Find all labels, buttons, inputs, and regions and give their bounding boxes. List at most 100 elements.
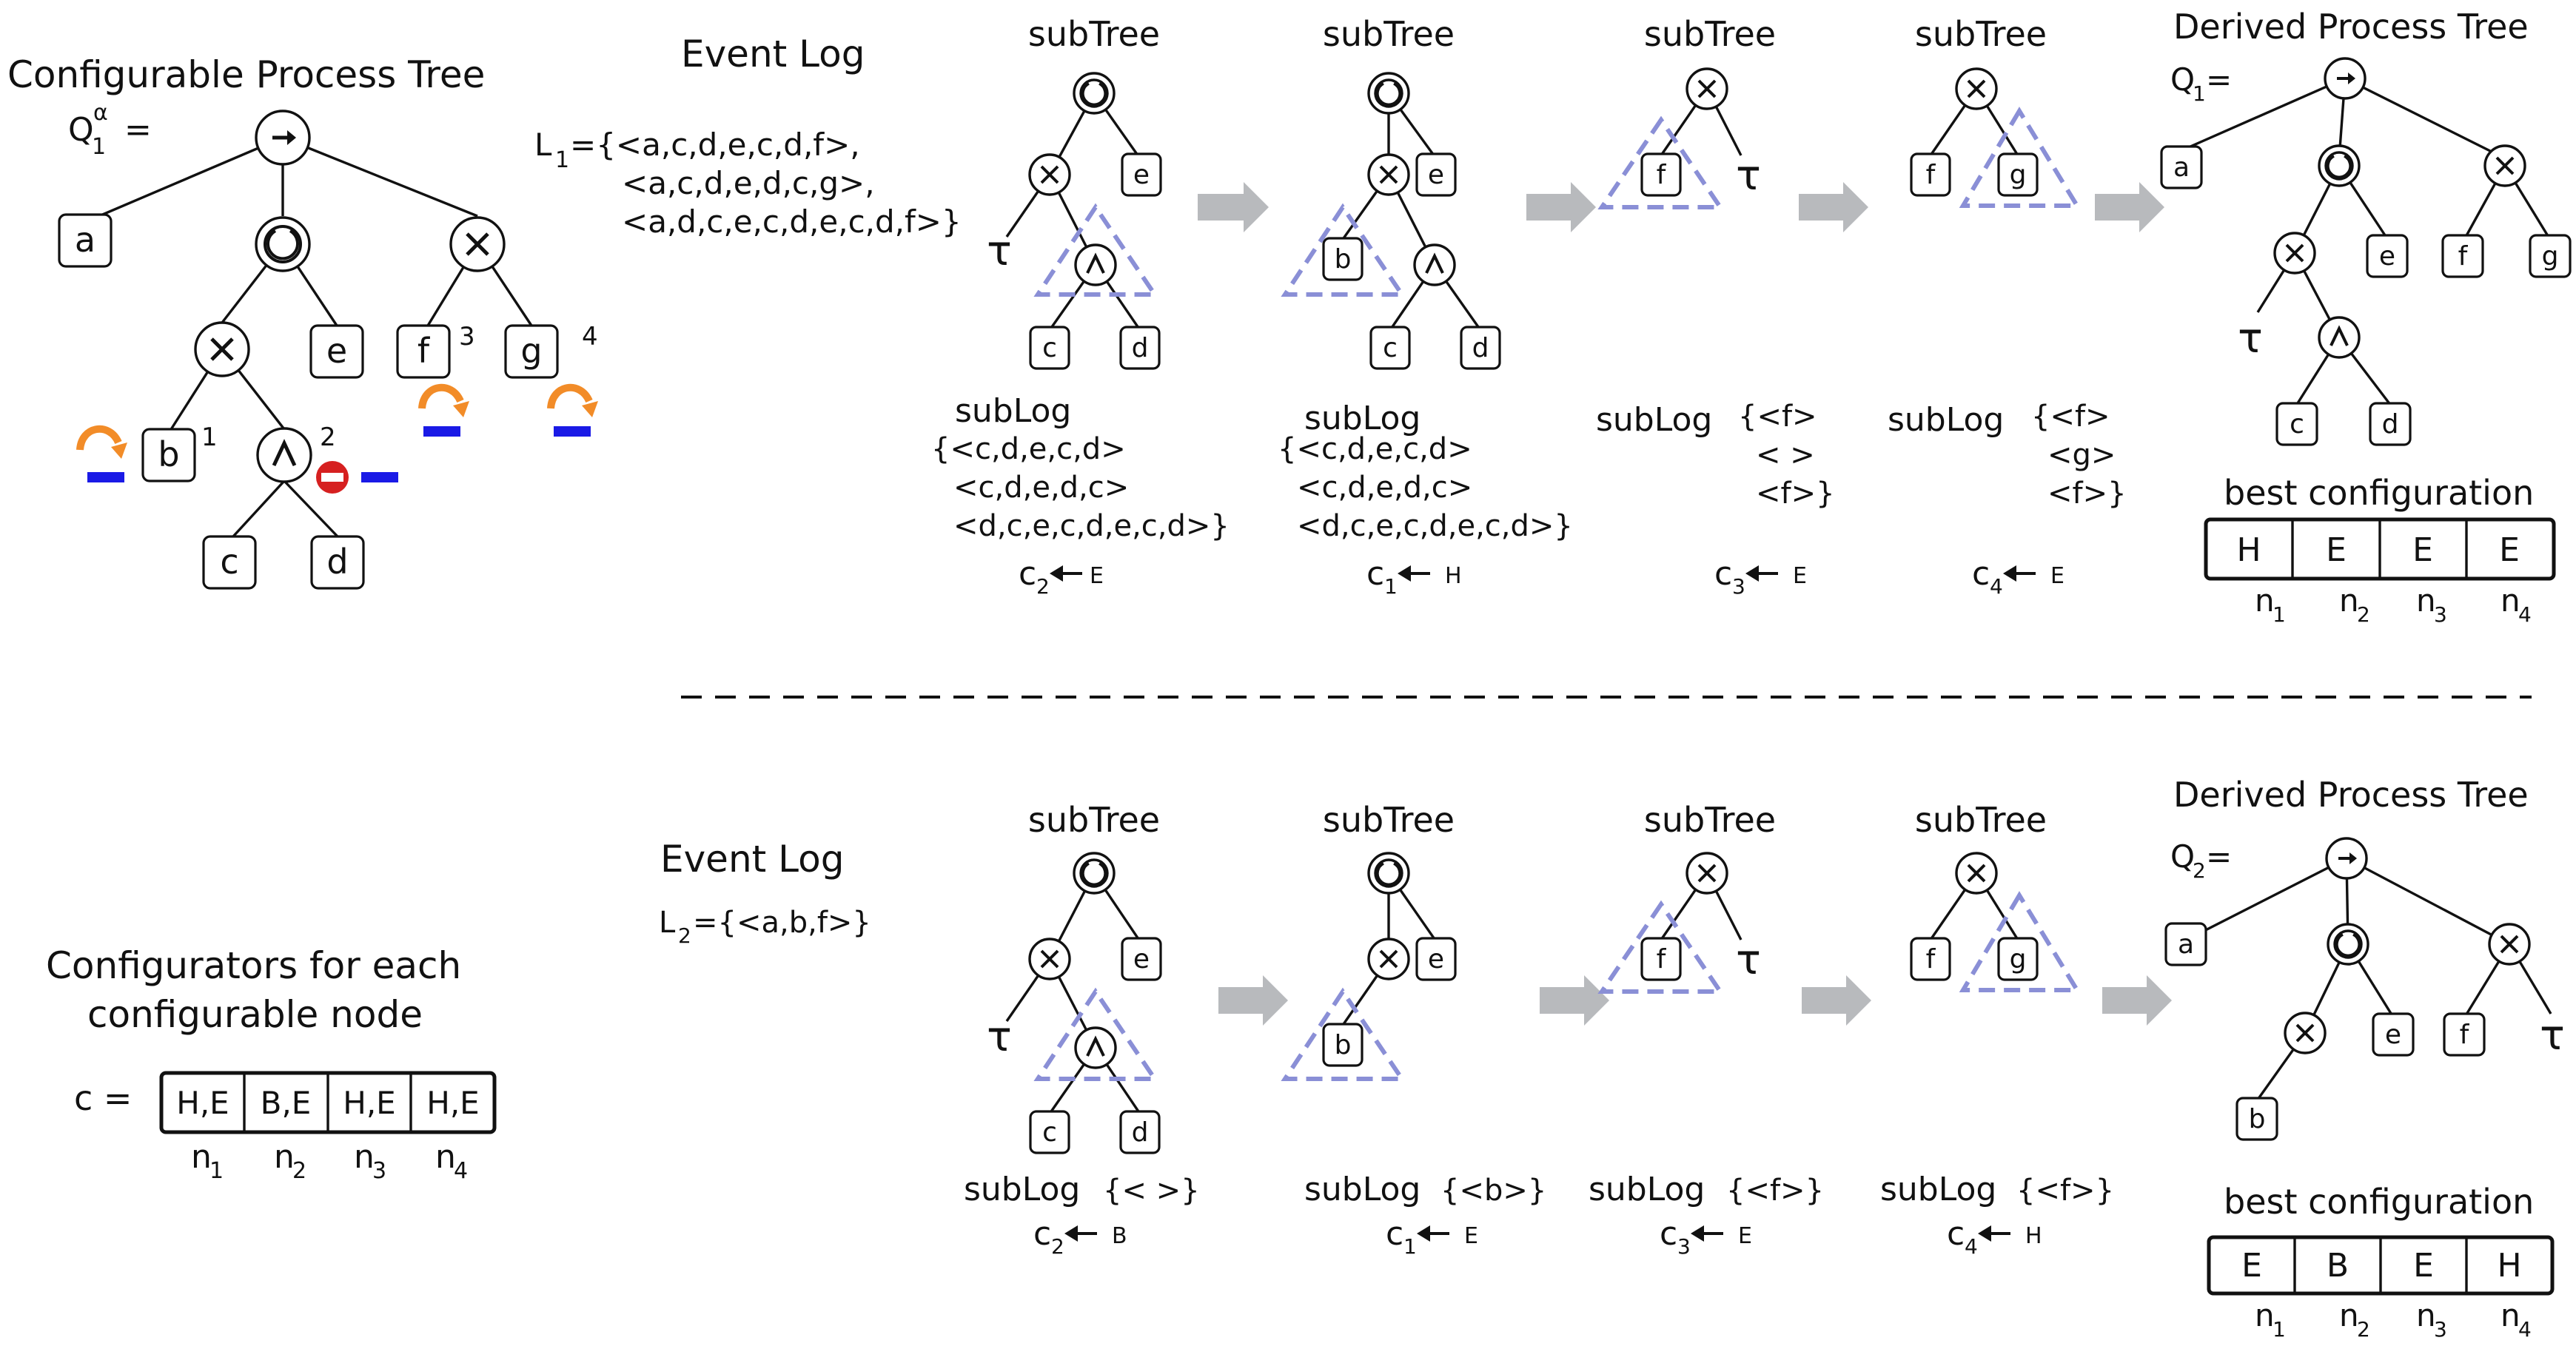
svg-text:4: 4 [1965,1234,1978,1259]
highlight-triangle [1033,987,1159,1081]
highlight-triangle [1033,203,1159,297]
sublog-line: <d,c,e,c,d,e,c,d>} [1297,509,1573,543]
node-labels: n1 n2 n3 n4 [191,1138,468,1184]
config-cell: H [2236,531,2261,569]
event-log-l1: L 1 ={<a,c,d,e,c,d,f>, <a,c,d,e,d,c,g>, … [534,127,962,240]
top-row: Event Log L 1 ={<a,c,d,e,c,d,f>, <a,c,d,… [534,7,2572,627]
leaf-d: d [310,535,365,590]
sublog-label: subLog [1888,401,2004,439]
marker-4: 4 [582,322,598,351]
xor-operator-icon [2284,1012,2327,1054]
best-configuration-title: best configuration [2224,1182,2534,1222]
svg-text:3: 3 [1732,574,1745,599]
config-cell: E [2413,1247,2434,1285]
leaf-a: a [2173,152,2190,183]
svg-text:={<a,c,d,e,c,d,f>,: ={<a,c,d,e,c,d,f>, [570,127,860,163]
tau-label: τ [987,1013,1012,1061]
subtree-panel-1: subTree e τ c d subLog {<c,d,e,c,d> <c,d… [931,14,1230,599]
marker-1: 1 [201,423,218,452]
leaf-e: e [2379,241,2395,272]
highlight-triangle [1281,203,1406,297]
and-operator-icon [258,428,311,482]
sublog-label: subLog [1304,400,1421,437]
flow-arrow [2102,975,2172,1026]
node-labels: n1 n2 n3 n4 [2255,1297,2532,1342]
sublog-label: subLog [955,392,1071,430]
svg-text:E: E [1793,563,1807,589]
config-cell: E [2499,531,2520,569]
leaf-d: d [2382,409,2399,440]
q-label: Q [68,111,94,149]
leaf-c: c [202,535,257,590]
leaf-e: e [309,324,364,379]
configurator-assignment: c 1 H [1366,555,1462,599]
configurator-assignment: c 3 E [1660,1215,1752,1259]
loop-operator-icon [1073,852,1116,895]
flow-arrow [1540,975,1609,1026]
svg-text:1: 1 [1403,1234,1417,1259]
marker-2: 2 [320,423,336,452]
xor-operator-icon [2488,923,2531,966]
configurators-title: Configurators for each [46,944,461,987]
sublog-label: subLog [1880,1171,1996,1208]
configurators-title: configurable node [87,993,423,1036]
svg-text:2: 2 [292,1158,306,1184]
svg-text:Q: Q [2170,838,2195,875]
leaf-f: f [1657,944,1667,975]
best-configuration-vector: H E E E [2204,517,2556,581]
subtree-panel-3: subTree f τ subLog {<f>} c 3 E [1589,800,1824,1259]
leaf-b: b [1335,1030,1352,1060]
svg-text:3: 3 [1677,1234,1691,1259]
node-labels: n1 n2 n3 n4 [2255,582,2532,627]
hide-operator-icon [418,383,469,437]
svg-text:<a,c,d,e,d,c,g>,: <a,c,d,e,d,c,g>, [622,165,875,201]
svg-text:E: E [1464,1223,1478,1249]
svg-text:c: c [1714,555,1732,593]
svg-text:1: 1 [209,1158,224,1184]
best-configuration-title: best configuration [2224,473,2534,513]
leaf-e: e [1133,944,1150,975]
configurator-assignment: c 1 E [1386,1215,1478,1259]
subtree-panel-2: subTree e b c d subLog {<c,d,e,c,d> <c,d… [1278,14,1573,599]
loop-operator-icon [1367,852,1410,895]
subtree-label: subTree [1915,14,2047,54]
svg-text:c: c [1947,1215,1965,1253]
configurable-process-tree: Configurable Process Tree Q 1 α = a e f … [7,53,598,1184]
leaf-d: d [1132,333,1149,363]
config-cell: E [2326,531,2347,569]
svg-text:n: n [2255,582,2275,619]
and-operator-icon [1074,243,1117,286]
svg-text:c: c [1386,1215,1403,1253]
sublog-line: {<f> [2031,400,2110,434]
derived-tree-title: Derived Process Tree [2173,7,2529,47]
sublog-line: <g> [2047,438,2116,472]
leaf-b: b [2249,1104,2266,1134]
sequence-operator-icon [256,111,309,164]
and-operator-icon [1413,243,1456,286]
leaf-g: g [504,324,559,379]
leaf-f: f [396,324,451,379]
configurator-cell: H,E [343,1085,395,1121]
sublog-line: {< >} [1103,1174,1200,1208]
leaf-g: g [2010,160,2027,190]
xor-operator-icon [1028,938,1071,980]
best-configuration-vector: E B E H [2207,1235,2555,1296]
loop-operator-icon [2327,923,2369,966]
svg-text:3: 3 [2434,1317,2447,1342]
sequence-operator-icon [2324,57,2367,100]
leaf-e: e [1428,944,1444,975]
svg-text:3: 3 [2434,602,2447,627]
sublog-label: subLog [1589,1171,1705,1208]
sublog-line: {<f> [1738,400,1817,434]
configurator-cell: H,E [426,1085,479,1121]
config-cell: E [2412,531,2433,569]
configurator-assignment: c 2 B [1033,1215,1127,1259]
svg-text:n: n [2255,1297,2275,1333]
leaf-d: d [1472,333,1489,363]
subtree-label: subTree [1644,14,1776,54]
xor-operator-icon [1367,153,1410,196]
svg-text:c: c [1033,1215,1051,1253]
sublog-line: {<f>} [1726,1174,1824,1208]
svg-text:2: 2 [2193,858,2206,883]
